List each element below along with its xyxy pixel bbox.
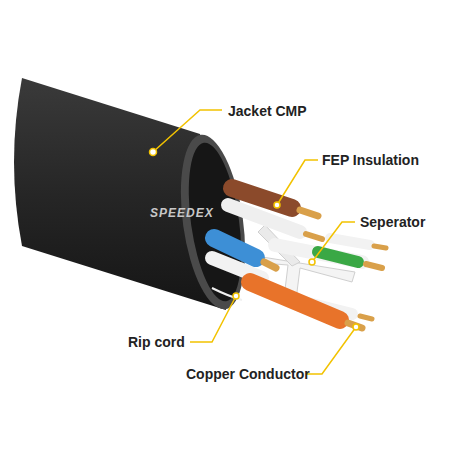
copper-tip [366,264,382,268]
copper-tip [374,246,386,248]
leader-line [312,222,355,262]
blue-wire [214,238,256,258]
leader-dot [274,202,280,208]
part-label: Rip cord [128,334,185,350]
leader-dot [353,324,359,330]
leader-line [190,296,236,342]
copper-tip [300,210,318,216]
copper-tip [306,234,322,239]
leader-dot [309,259,315,265]
part-label: Copper Conductor [186,366,310,382]
white-wire [330,238,370,245]
green-wire [318,252,358,262]
leader-dot [233,293,239,299]
leader-line [153,110,222,152]
watermark: SPEEDEX [150,205,214,221]
leader-line [277,160,318,205]
orange-wire [250,282,340,320]
rip-cord [212,288,242,300]
jacket-opening [180,139,250,304]
part-label: FEP Insulation [322,152,419,168]
copper-tip [264,262,276,268]
leader-line [306,327,356,374]
part-label: Seperator [360,214,425,230]
copper-tip [360,316,372,319]
leader-dot [150,149,157,156]
brown-wire [232,188,292,208]
part-label: Jacket CMP [228,103,307,119]
